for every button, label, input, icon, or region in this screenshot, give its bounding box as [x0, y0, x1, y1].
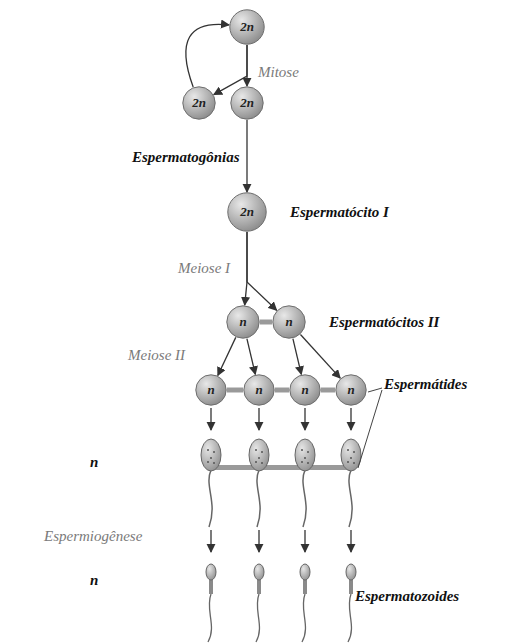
ploidy-text: n [239, 314, 246, 330]
process-label: Meiose II [128, 346, 185, 364]
ploidy-text: n [301, 382, 308, 398]
elongating-spermatid [295, 439, 315, 527]
ploidy-text: 2n [192, 95, 206, 111]
cell-name: Espermátides [384, 375, 467, 393]
spermatogonium-cell: 2n [230, 86, 264, 120]
cell-circle [290, 375, 320, 405]
process-label: Mitose [258, 63, 299, 81]
ploidy-label: n [90, 571, 98, 589]
cell-bridge [260, 320, 272, 325]
division-arrow [300, 335, 340, 379]
ploidy-text: 2n [240, 204, 254, 220]
spermatozoon [300, 564, 310, 642]
cell-circle [227, 306, 259, 338]
division-arrow [293, 339, 301, 375]
cell-name: Espermatócitos II [329, 313, 439, 331]
primary-spermatocyte: 2n [227, 192, 267, 232]
division-arrow [186, 24, 229, 87]
cell-bridge [321, 388, 335, 393]
division-arrow [246, 120, 247, 192]
spermatid-cell: n [243, 374, 275, 406]
spermatozoon [254, 564, 264, 642]
ploidy-text: n [207, 382, 214, 398]
cell-circle [183, 87, 215, 119]
cell-circle [244, 375, 274, 405]
cell-bridge [275, 388, 289, 393]
division-arrow [247, 232, 277, 310]
cell-circle [230, 10, 264, 44]
cell-name: Espermatozoides [355, 587, 459, 605]
division-arrow [246, 45, 247, 86]
cell-circle [273, 306, 305, 338]
process-label: Espermiogênese [44, 527, 142, 545]
spermatid-cell: n [195, 374, 227, 406]
ploidy-text: n [255, 382, 262, 398]
ploidy-text: 2n [240, 95, 254, 111]
secondary-spermatocyte: n [226, 305, 260, 339]
spermatogonium-cell: 2n [182, 86, 216, 120]
spermatid-cell: n [289, 374, 321, 406]
cell-circle [196, 375, 226, 405]
spermatogonium-cell: 2n [229, 9, 265, 45]
elongating-spermatid [341, 439, 361, 527]
spermatid-cell: n [335, 374, 367, 406]
elongating-spermatid [249, 439, 269, 527]
cell-circle [228, 193, 266, 231]
cell-name: Espermatócito I [290, 203, 389, 221]
spermatid-arrows [211, 408, 351, 430]
cell-name: Espermatogônias [132, 148, 240, 166]
division-arrow [247, 339, 255, 375]
elongating-spermatid [201, 439, 221, 527]
spermatozoon [346, 564, 356, 642]
division-arrow [218, 337, 236, 375]
division-arrow [245, 232, 247, 305]
cytoplasm-bridge [211, 465, 351, 470]
ploidy-text: n [285, 314, 292, 330]
ploidy-text: n [347, 382, 354, 398]
spermiogenesis-arrows [211, 530, 351, 552]
spermatozoon [206, 564, 216, 642]
secondary-spermatocyte: n [272, 305, 306, 339]
cell-circle [336, 375, 366, 405]
cell-circle [231, 87, 263, 119]
ploidy-label: n [90, 453, 98, 471]
cell-bridge [227, 388, 243, 393]
ploidy-text: 2n [240, 19, 254, 35]
process-label: Meiose I [178, 259, 230, 277]
